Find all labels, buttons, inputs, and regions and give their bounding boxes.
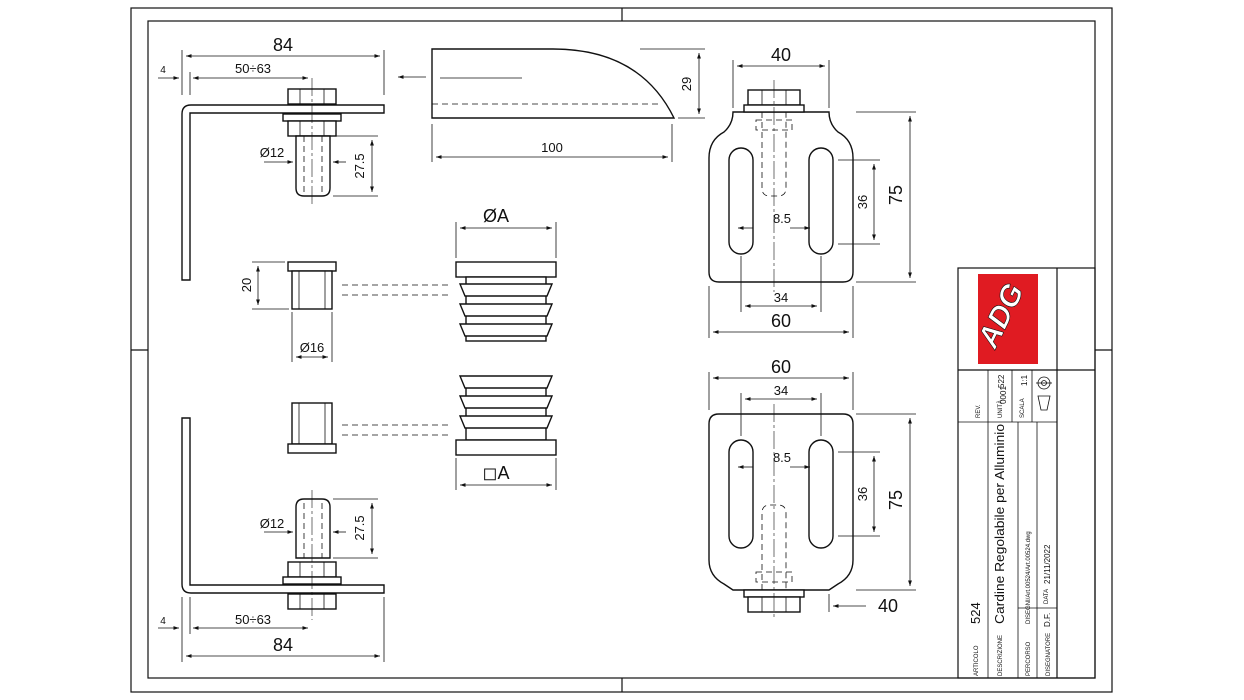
scale-label: SCALA [1020, 398, 1026, 418]
dim-plate-top-height: 75 [886, 185, 906, 205]
dims-plate-top: 40 8.5 36 75 34 60 [708, 45, 916, 338]
article-label: ARTICOLO [974, 645, 980, 676]
article-value: 524 [968, 602, 983, 624]
dim-blade-length: 100 [541, 140, 563, 155]
designer-value: D.F. [1043, 613, 1052, 627]
unit-label: UNITÀ [997, 400, 1004, 418]
dim-bottom-bolt-len: 27.5 [352, 515, 367, 540]
path-value: DISEGNI/Art.00524/Art.00524.dwg [1026, 531, 1032, 624]
desc-label: DESCRIZIONE [998, 635, 1004, 676]
dim-top-overall: 84 [273, 35, 293, 55]
end-cap-round: ØA [455, 206, 557, 342]
dim-top-bolt-len: 27.5 [352, 153, 367, 178]
dim-plate-bottom-width: 40 [878, 596, 898, 616]
dim-blade-height: 29 [679, 77, 694, 91]
dim-top-range: 50÷63 [235, 61, 271, 76]
bushing-top [287, 261, 448, 310]
dim-plate-bottom-inner: 34 [774, 383, 788, 398]
blade-part [398, 48, 676, 119]
dim-bushing-dia: Ø16 [300, 340, 325, 355]
title-block: ADG REV. 0001 UNITÀ 522 SCALA 1:1 ARTICO… [957, 267, 1096, 679]
dims-plate-bottom: 60 34 8.5 36 75 40 [708, 357, 916, 616]
dim-bottom-overall: 84 [273, 635, 293, 655]
dims-bottom-left: Ø12 27.5 50÷63 4 84 [158, 498, 385, 662]
desc-value: Cardine Regolabile per Alluminio [992, 424, 1007, 624]
cap-round-label: ØA [483, 206, 509, 226]
dims-top-left: 84 50÷63 4 Ø12 27.5 [158, 35, 385, 197]
cap-square-label: ◻A [483, 463, 510, 483]
adg-logo: ADG [971, 274, 1038, 364]
end-cap-square: ◻A [455, 375, 557, 490]
dim-plate-top-inner: 34 [774, 290, 788, 305]
dim-top-offset: 4 [160, 65, 166, 76]
dim-plate-bottom-outer: 60 [771, 357, 791, 377]
rev-value: 0001 [999, 386, 1008, 404]
hinge-top-left [181, 78, 385, 281]
dim-plate-top-width: 40 [771, 45, 791, 65]
designer-label: DISEGNATORE [1046, 633, 1052, 676]
dim-plate-top-slotlen: 36 [855, 195, 870, 209]
dim-bottom-bolt-dia: Ø12 [260, 516, 285, 531]
date-value: 21/11/2022 [1043, 544, 1052, 584]
plate-top [708, 80, 854, 292]
hinge-bottom-left [181, 417, 385, 620]
dim-bottom-offset: 4 [160, 616, 166, 627]
dim-plate-bottom-slot: 8.5 [773, 450, 791, 465]
dim-bushing-height: 20 [239, 278, 254, 292]
path-label: PERCORSO [1026, 641, 1032, 676]
plate-bottom [708, 404, 854, 620]
dims-blade: 100 29 [431, 48, 705, 162]
dim-top-bolt-dia: Ø12 [260, 145, 285, 160]
unit-value-visible: 522 [997, 374, 1006, 388]
bushing-bottom [287, 402, 448, 454]
rev-label: REV. [976, 404, 982, 418]
scale-value: 1:1 [1020, 374, 1029, 386]
dims-bushing: 20 Ø16 [239, 261, 333, 362]
projection-symbol-icon [1036, 376, 1052, 411]
date-label: DATA [1044, 589, 1050, 604]
dim-plate-top-slot: 8.5 [773, 211, 791, 226]
dim-bottom-range: 50÷63 [235, 612, 271, 627]
dim-plate-bottom-height: 75 [886, 490, 906, 510]
dim-plate-top-outer: 60 [771, 311, 791, 331]
dim-plate-bottom-slotlen: 36 [855, 487, 870, 501]
